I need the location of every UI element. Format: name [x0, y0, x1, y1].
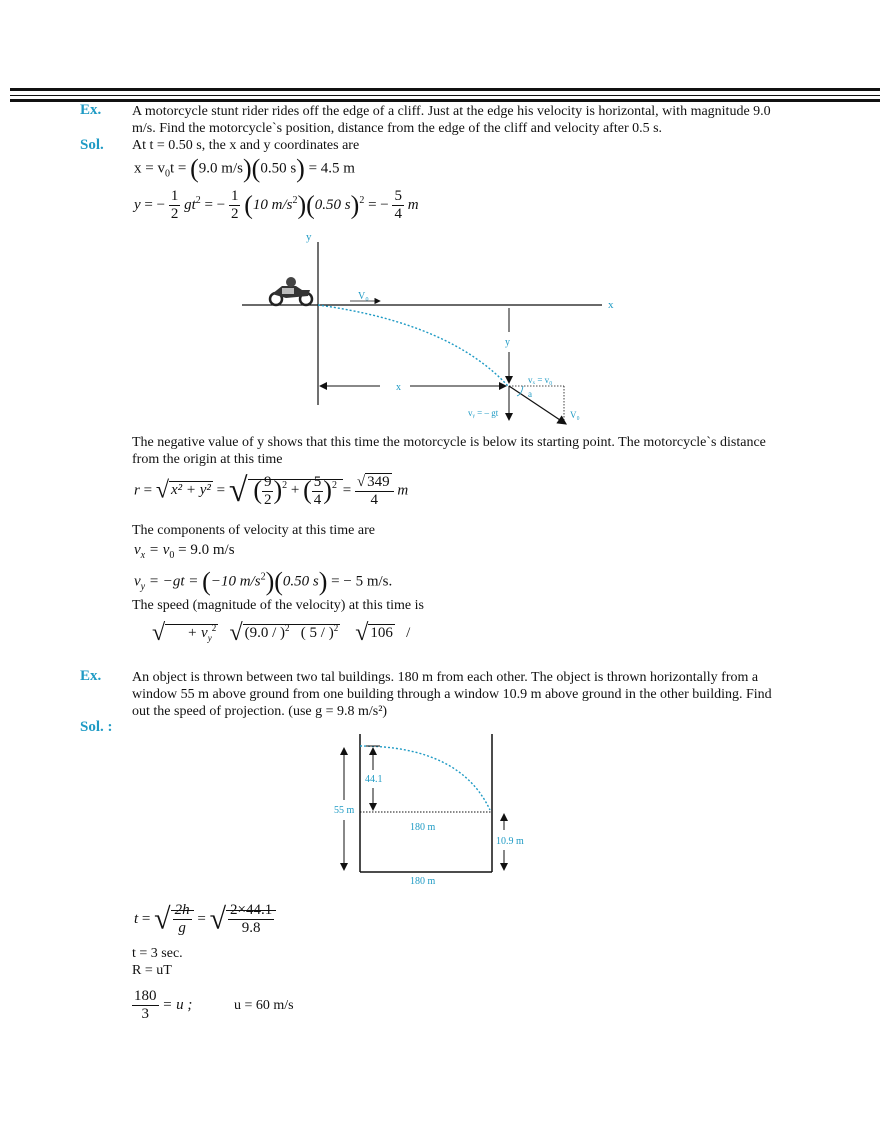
label-55m: 55 m: [334, 805, 355, 816]
equation-vx: vx = v0 = 9.0 m/s: [134, 542, 235, 561]
label-vy: vᵧ = – gt: [468, 408, 499, 419]
para-negative-y: The negative value of y shows that this …: [132, 435, 766, 467]
t-result: t = 3 sec.: [132, 946, 183, 961]
ex-tag-2: Ex.: [80, 668, 102, 684]
sol-tag-2: Sol. :: [80, 719, 113, 735]
question-1: A motorcycle stunt rider rides off the e…: [132, 104, 771, 136]
sol-intro-1: At t = 0.50 s, the x and y coordinates a…: [132, 138, 360, 153]
header-rule-top: [10, 88, 880, 91]
buildings-figure: 44.1 55 m 180 m 10.9 m 180 m: [334, 734, 524, 887]
axis-label-x: x: [608, 299, 614, 311]
label-vx: vₓ = v₀: [528, 375, 552, 385]
question-2: An object is thrown between two tal buil…: [132, 670, 772, 719]
para-components: The components of velocity at this time …: [132, 523, 375, 538]
label-alpha: a: [528, 389, 532, 399]
u-result: u = 60 m/s: [234, 998, 294, 1013]
label-44-1: 44.1: [365, 774, 383, 785]
ex-tag-1: Ex.: [80, 102, 102, 118]
equation-vy: vy = −gt = (−10 m/s2)(0.50 s) = − 5 m/s.: [134, 567, 393, 596]
equation-x: x = v0t = (9.0 m/s)(0.50 s) = 4.5 m: [134, 154, 355, 183]
sol-tag-1: Sol.: [80, 137, 104, 153]
label-v: V₀: [570, 410, 580, 420]
axis-label-y: y: [306, 231, 312, 243]
header-rule-middle: [10, 95, 880, 96]
label-x-dist: x: [396, 382, 401, 393]
label-v0-start: V₀: [358, 291, 369, 302]
label-180m-mid: 180 m: [410, 822, 436, 833]
header-rule-bottom: [10, 99, 880, 102]
label-180m-bottom: 180 m: [410, 876, 436, 887]
r-equation: R = uT: [132, 963, 172, 978]
label-10-9m: 10.9 m: [496, 836, 524, 847]
projectile-figure-1: y x V₀ y x vₓ = v₀ a vᵧ = – gt V₀: [242, 231, 614, 425]
motorcycle-icon: [268, 277, 314, 307]
equation-speed: √+ vy2 √(9.0 / )2 ( 5 / )2 √106 /: [152, 620, 411, 646]
para-speed: The speed (magnitude of the velocity) at…: [132, 598, 424, 613]
trajectory-curve: [317, 304, 509, 387]
label-y-drop: y: [505, 337, 510, 348]
